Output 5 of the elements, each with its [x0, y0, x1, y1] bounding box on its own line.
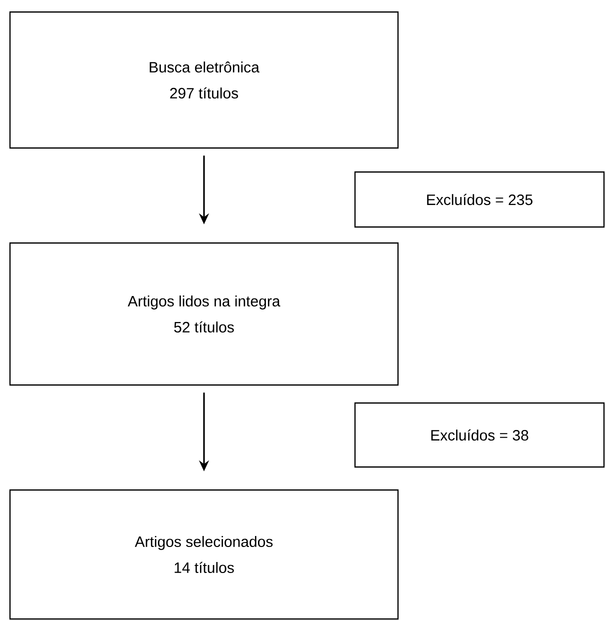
process-box: Artigos lidos na integra 52 títulos [9, 242, 399, 386]
process-box: Artigos selecionados 14 títulos [9, 489, 399, 620]
exclusion-box: Excluídos = 235 [354, 171, 605, 228]
process-box: Busca eletrônica 297 títulos [9, 11, 399, 149]
exclusion-box: Excluídos = 38 [354, 402, 605, 468]
